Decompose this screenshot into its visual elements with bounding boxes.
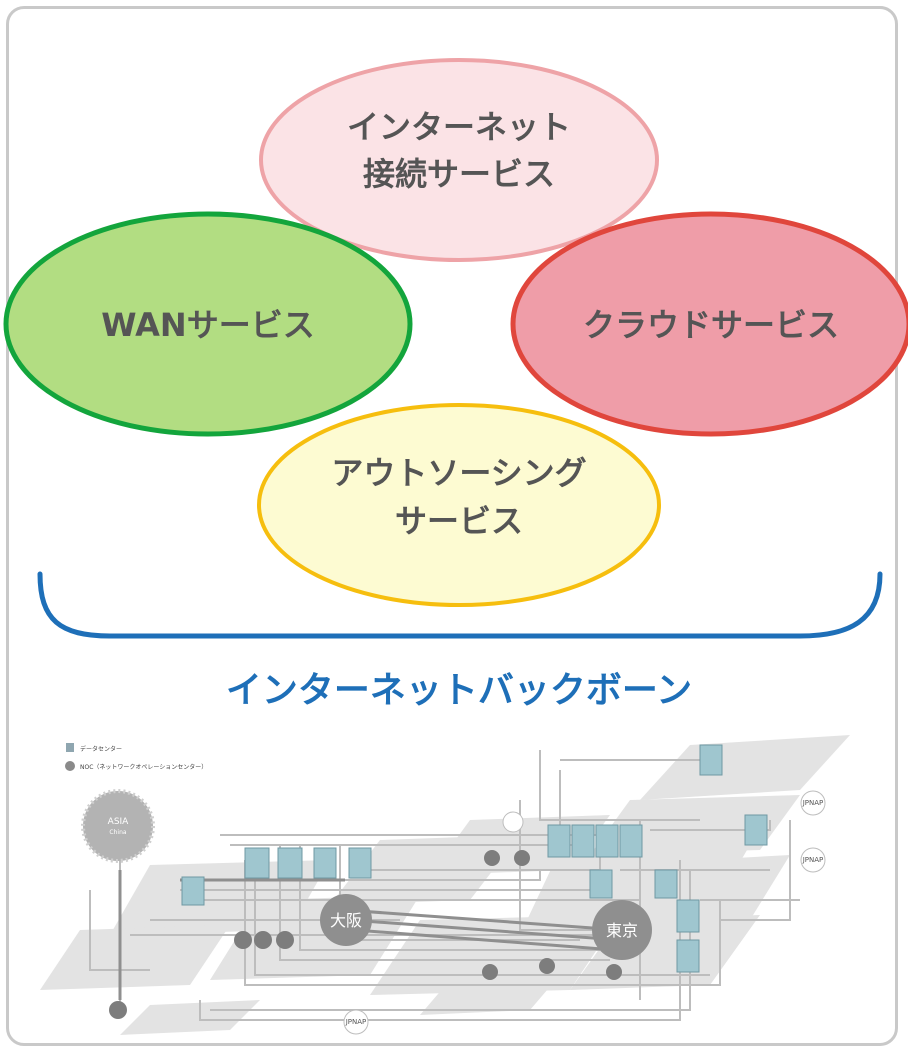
backbone-brace [37, 571, 883, 639]
network-map: データセンター NOC（ネットワークオペレーションセンター） ASIA Chin… [40, 735, 850, 1035]
ix-circle [502, 811, 524, 833]
datacenter-icon [589, 869, 613, 899]
noc-icons [109, 850, 622, 1019]
asia-label: ASIA [108, 817, 130, 827]
noc-icon [254, 931, 272, 949]
backbone-links [118, 870, 621, 1000]
osaka-hub [320, 894, 372, 946]
datacenter-icon [313, 847, 337, 879]
internet-service-label-line2: 接続サービス [363, 155, 555, 193]
datacenter-icon [744, 814, 768, 846]
noc-icon [539, 958, 555, 974]
osaka-hub-label: 大阪 [330, 911, 362, 930]
legend-datacenter-icon [66, 743, 74, 752]
ix-circle [800, 790, 826, 816]
noc-icon [482, 964, 498, 980]
datacenter-icon [654, 869, 678, 899]
noc-icon [484, 850, 500, 866]
ix-label: JPNAP [802, 856, 824, 864]
asia-sublabel: China [109, 829, 126, 836]
datacenter-icon [699, 744, 723, 776]
datacenter-icon [676, 899, 700, 933]
datacenter-icon [547, 824, 571, 858]
map-regions [40, 735, 850, 1035]
datacenter-icon [277, 847, 303, 879]
legend-datacenter-label: データセンター [80, 745, 122, 753]
datacenter-icon [244, 847, 270, 879]
outsourcing-service-ellipse [257, 403, 661, 607]
ix-circle [800, 847, 826, 873]
legend-noc-icon [65, 761, 75, 771]
wan-service-ellipse [3, 211, 413, 437]
asia-circle [81, 789, 155, 863]
ix-label: JPNAP [802, 799, 824, 807]
outsourcing-service-label-line1: アウトソーシング [331, 454, 586, 492]
datacenter-icon [676, 939, 700, 973]
datacenter-icons [181, 744, 768, 973]
tokyo-hub-label: 東京 [606, 921, 638, 940]
datacenter-icon [619, 824, 643, 858]
datacenter-icon [348, 847, 372, 879]
ix-circle [343, 1009, 369, 1035]
datacenter-icon [595, 824, 619, 858]
cloud-service-label: クラウドサービス [583, 306, 839, 344]
backbone-title: インターネットバックボーン [226, 670, 692, 711]
wan-service-label: WANサービス [101, 306, 314, 344]
internet-service-ellipse [259, 58, 659, 262]
ix-label: JPNAP [345, 1018, 367, 1026]
noc-icon [234, 931, 252, 949]
cloud-service-ellipse [510, 211, 908, 437]
internet-service-label-line1: インターネット [347, 108, 571, 146]
noc-icon [109, 1001, 127, 1019]
datacenter-icon [181, 876, 205, 906]
tokyo-hub [592, 900, 652, 960]
ix-circles [343, 790, 826, 1035]
noc-icon [514, 850, 530, 866]
legend-noc-label: NOC（ネットワークオペレーションセンター） [80, 763, 207, 771]
outsourcing-service-label-line2: サービス [395, 502, 523, 540]
datacenter-icon [571, 824, 595, 858]
noc-icon [276, 931, 294, 949]
noc-icon [606, 964, 622, 980]
